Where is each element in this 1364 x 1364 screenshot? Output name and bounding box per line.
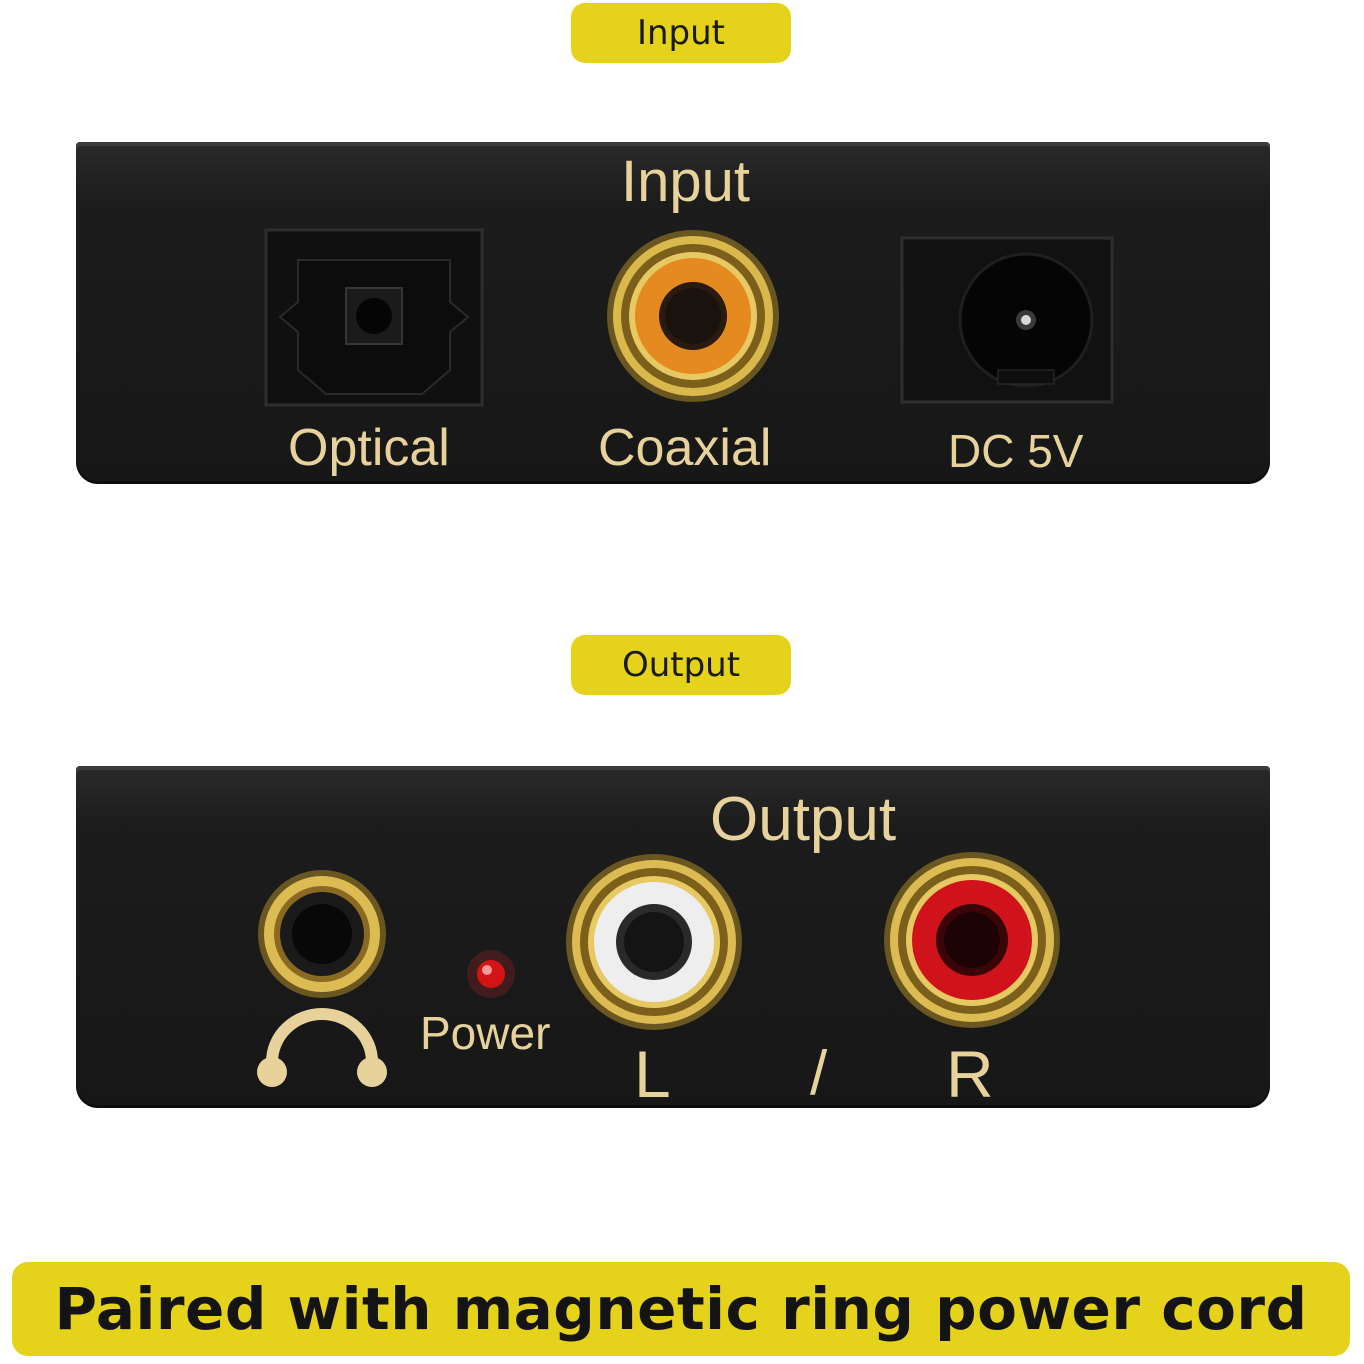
- power-led-icon: [467, 950, 515, 998]
- input-panel: Input Optical Coaxial DC 5V: [76, 142, 1270, 484]
- rca-left-white-port-icon: [566, 854, 742, 1030]
- output-panel: Output: [76, 766, 1270, 1111]
- toslink-optical-port-icon: [264, 228, 484, 407]
- power-label: Power: [420, 1007, 551, 1059]
- coaxial-label: Coaxial: [598, 419, 772, 477]
- channel-separator: /: [810, 1039, 828, 1108]
- headphone-symbol-icon: [257, 1008, 387, 1087]
- output-section-tag-label: Output: [621, 645, 741, 685]
- input-ports-graphic: [264, 228, 1114, 407]
- output-panel-heading: Output: [710, 785, 897, 854]
- left-channel-label: L: [634, 1037, 671, 1111]
- right-channel-label: R: [946, 1037, 994, 1111]
- headphone-jack-icon: [258, 870, 386, 998]
- rca-right-red-port-icon: [884, 852, 1060, 1028]
- rca-coaxial-port-icon: [607, 230, 779, 402]
- input-panel-heading: Input: [621, 149, 750, 214]
- bottom-banner-text: Paired with magnetic ring power cord: [54, 1275, 1308, 1343]
- dc-5v-label: DC 5V: [948, 425, 1084, 477]
- bottom-banner: Paired with magnetic ring power cord: [12, 1262, 1350, 1356]
- output-ports-graphic: [257, 852, 1060, 1087]
- output-section-tag: Output: [571, 635, 791, 695]
- input-section-tag-label: Input: [636, 13, 726, 53]
- optical-label: Optical: [288, 419, 450, 477]
- dc-power-jack-icon: [900, 236, 1114, 404]
- input-section-tag: Input: [571, 3, 791, 63]
